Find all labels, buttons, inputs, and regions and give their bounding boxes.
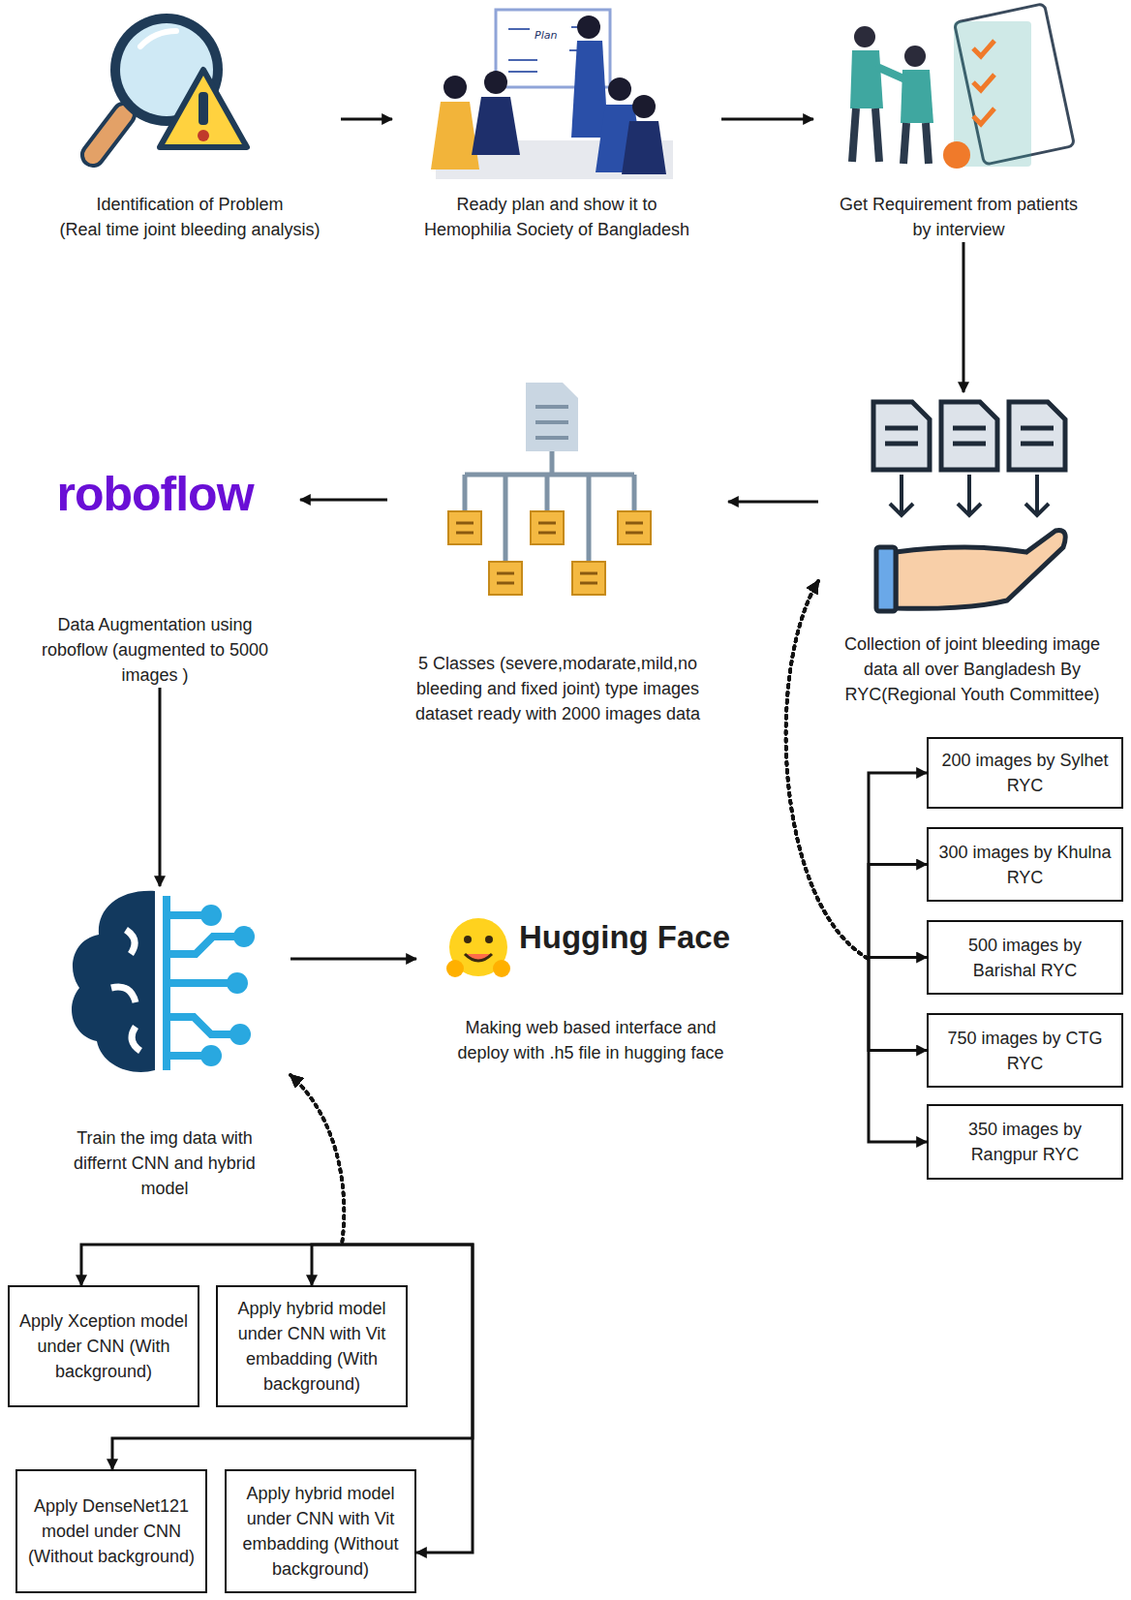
- brain-icon: [71, 890, 255, 1072]
- node-label: Identification of Problem: [38, 191, 341, 217]
- meeting-icon: [430, 9, 673, 180]
- connector-line: [340, 118, 393, 122]
- step-node: Get Requirement from patients by intervi…: [813, 0, 1104, 243]
- step-node: Collection of joint bleeding image data …: [818, 392, 1127, 707]
- step-node: Identification of Problem(Real time join…: [38, 0, 341, 243]
- connector: [340, 119, 393, 121]
- process-box: 300 images by Khulna RYC: [926, 826, 1124, 902]
- node-label: Apply Xception model under CNN (With bac…: [17, 1308, 190, 1384]
- node-label: Apply hybrid model under CNN with Vit em…: [225, 1295, 398, 1397]
- connector: [290, 1074, 344, 1285]
- step-node: 5 Classes (severe,modarate,mild,no bleed…: [387, 377, 729, 727]
- connector-line: [300, 498, 388, 502]
- connector-line: [311, 1244, 342, 1285]
- node-label: 5 Classes (severe,modarate,mild,no bleed…: [397, 650, 718, 727]
- step-node: Train the img data with differnt CNN and…: [38, 886, 291, 1201]
- node-label: Apply DenseNet121 model under CNN (Witho…: [25, 1493, 198, 1569]
- connector-line: [290, 1074, 344, 1245]
- process-box: 500 images by Barishal RYC: [926, 919, 1124, 995]
- node-label: Data Augmentation using roboflow (augmen…: [23, 611, 287, 688]
- connector: [159, 687, 161, 887]
- connector-line: [290, 1074, 344, 1245]
- node-label: 350 images by Rangpur RYC: [936, 1116, 1114, 1167]
- connector-line: [81, 1244, 342, 1285]
- process-box: Apply DenseNet121 model under CNN (Witho…: [15, 1468, 208, 1593]
- connector-line: [290, 1074, 344, 1245]
- connector: [290, 958, 417, 960]
- connector-line: [721, 118, 814, 122]
- step-node: roboflowData Augmentation using roboflow…: [9, 466, 301, 688]
- node-label: Making web based interface and deploy wi…: [439, 1014, 742, 1066]
- node-label: Train the img data with differnt CNN and…: [58, 1125, 272, 1201]
- connector-line: [728, 500, 819, 504]
- process-box: 200 images by Sylhet RYC: [926, 736, 1124, 809]
- connector-line: [868, 864, 927, 960]
- connector: [721, 119, 814, 121]
- connector-line: [868, 772, 927, 959]
- connector-line: [868, 958, 927, 1142]
- logo-text: roboflow: [56, 466, 253, 521]
- connector-line: [158, 687, 162, 887]
- node-label: 200 images by Sylhet RYC: [936, 747, 1114, 798]
- connector: [728, 501, 819, 503]
- connector: [81, 1074, 344, 1285]
- magnifier-icon: [92, 13, 247, 155]
- node-label: Apply hybrid model under CNN with Vit em…: [234, 1480, 407, 1582]
- whiteboard-text: Plan: [534, 29, 557, 42]
- process-box: 750 images by CTG RYC: [926, 1012, 1124, 1088]
- process-box: 350 images by Rangpur RYC: [926, 1103, 1124, 1180]
- node-label: Get Requirement from patients by intervi…: [831, 191, 1086, 243]
- node-label: 300 images by Khulna RYC: [936, 839, 1114, 890]
- node-label: Ready plan and show it to Hemophilia Soc…: [416, 191, 698, 243]
- logo-text: Hugging Face: [451, 916, 731, 959]
- handshake-icon: [850, 3, 1075, 169]
- connector-line: [290, 957, 417, 961]
- node-label: 750 images by CTG RYC: [936, 1025, 1114, 1076]
- process-box: Apply hybrid model under CNN with Vit em…: [224, 1468, 417, 1593]
- hierarchy-icon: [448, 382, 651, 595]
- connector: [300, 499, 388, 501]
- connector-line: [290, 1074, 344, 1245]
- connector-line: [868, 957, 927, 960]
- collection-icon: [873, 401, 1066, 612]
- connector-line: [868, 958, 927, 1051]
- node-label: Collection of joint bleeding image data …: [826, 631, 1118, 707]
- connector-line: [962, 242, 966, 393]
- connector: [963, 242, 965, 393]
- node-label: (Real time joint bleeding analysis): [38, 216, 341, 243]
- node-label: 500 images by Barishal RYC: [936, 932, 1114, 983]
- hugging-face-emoji: [446, 917, 511, 978]
- process-box: Apply hybrid model under CNN with Vit em…: [215, 1284, 408, 1407]
- process-box: Apply Xception model under CNN (With bac…: [7, 1284, 200, 1407]
- step-node: Hugging FaceMaking web based interface a…: [416, 916, 765, 1066]
